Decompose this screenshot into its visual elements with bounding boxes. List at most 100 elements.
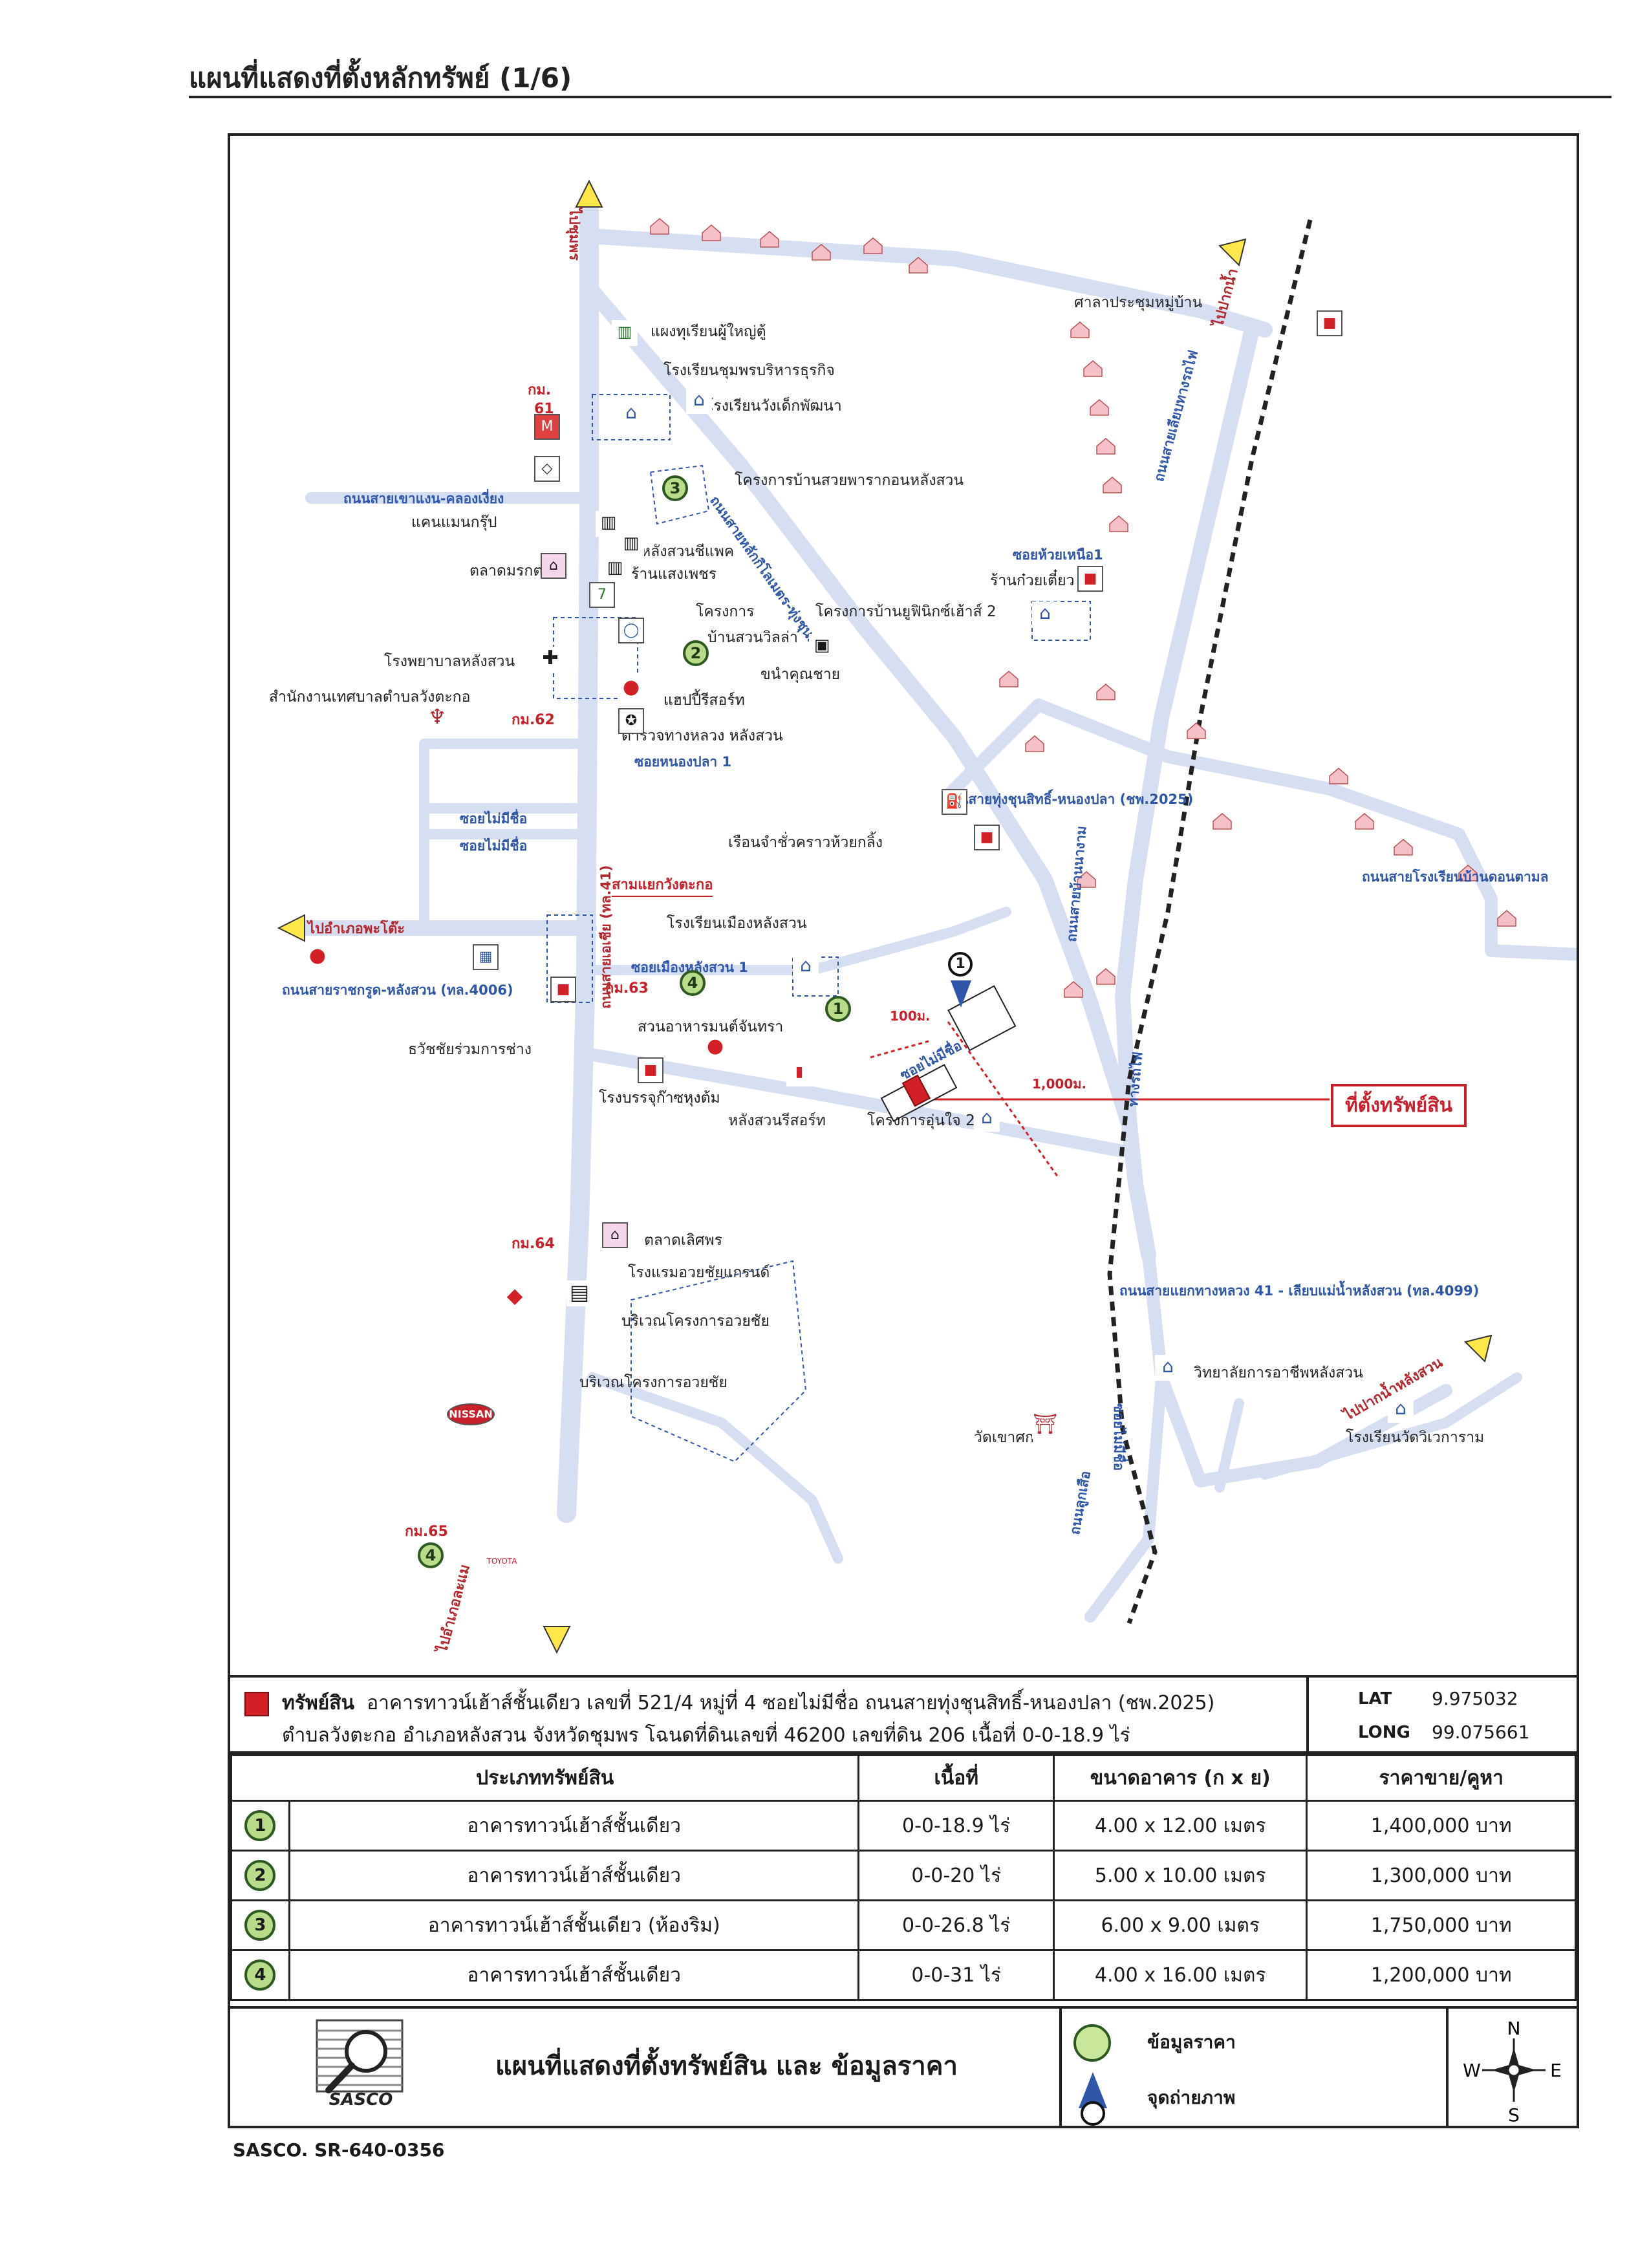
village-hall-icon: ■: [1317, 310, 1342, 336]
police-badge-icon: ✪: [618, 708, 644, 734]
neighbour-row: [947, 985, 1017, 1052]
header-price: ราคาขาย/คูหา: [1306, 1754, 1577, 1802]
gas-plant-icon: ■: [638, 1057, 663, 1083]
row-price: 1,300,000 บาท: [1306, 1850, 1577, 1901]
unjai-project-icon: ⌂: [974, 1106, 1000, 1132]
place-auaychai-grand-hotel: โรงแรมอวยชัยแกรนด์: [628, 1264, 770, 1281]
junction-wangtako: สามแยกวังตะกอ: [612, 873, 713, 897]
row-size: 6.00 x 9.00 เมตร: [1053, 1899, 1308, 1951]
row-size: 4.00 x 12.00 เมตร: [1053, 1800, 1308, 1852]
temple-icon: ⛩: [1032, 1413, 1058, 1439]
lat-label: LAT: [1358, 1689, 1392, 1709]
wangdek-school-icon: ⌂: [686, 388, 712, 414]
durian-stall-icon: ▥: [612, 320, 638, 346]
price-marker-4b: 4: [418, 1542, 444, 1568]
table-row: 4 อาคารทาวน์เฮ้าส์ชั้นเดียว 0-0-31 ไร่ 4…: [230, 1949, 1577, 2001]
map-frame: [228, 133, 1579, 2128]
road-unnamed-soi-3: ซอยไม่มีชื่อ: [1111, 1403, 1126, 1471]
row-marker: 4: [244, 1960, 276, 1991]
mitsubishi-icon: ◆: [502, 1284, 528, 1310]
photo-point-legend-icon: [1079, 2072, 1107, 2126]
uphoenix-project-icon: ⌂: [1032, 601, 1058, 627]
km-65-marker: กม.65: [405, 1524, 448, 1540]
price-marker-4a: 4: [680, 970, 706, 996]
footer-title: แผนที่แสดงที่ตั้งทรัพย์สิน และ ข้อมูลราค…: [495, 2051, 958, 2081]
place-happy-resort: แฮปปี้รีสอร์ท: [663, 692, 745, 709]
row-type: อาคารทาวน์เฮ้าส์ชั้นเดียว: [288, 1949, 860, 2001]
place-monchantra-restaurant: สวนอาหารมนต์จันทรา: [638, 1019, 784, 1035]
place-chumphon-business-school: โรงเรียนชุมพรบริหารธุรกิจ: [663, 362, 835, 379]
row-marker: 1: [244, 1810, 276, 1841]
road-muang-soi: [584, 907, 1011, 975]
long-label: LONG: [1358, 1723, 1410, 1742]
place-suan-villa: บ้านสวนวิลล่า: [707, 629, 798, 646]
row-marker: 2: [244, 1860, 276, 1891]
road-top: [581, 228, 1273, 338]
prison-icon: ■: [974, 825, 1000, 850]
table-row: 1 อาคารทาวน์เฮ้าส์ชั้นเดียว 0-0-18.9 ไร่…: [230, 1800, 1577, 1852]
row-area: 0-0-26.8 ไร่: [857, 1899, 1055, 1951]
asset-line-1: ทรัพย์สิน อาคารทาวน์เฮ้าส์ชั้นเดียว เลขท…: [282, 1688, 1214, 1718]
place-thawatchai-garage: ธวัชชัยร่วมการช่าง: [408, 1041, 532, 1058]
place-langsuan-hospital: โรงพยาบาลหลังสวน: [384, 653, 515, 670]
km-62-marker: กม.62: [512, 712, 555, 728]
sasco-logo-text: SASCO: [329, 2090, 393, 2110]
place-project-label: โครงการ: [696, 603, 755, 620]
place-wat-wiwekaram-school: โรงเรียนวัดวิเวการาม: [1346, 1429, 1485, 1446]
arrow-se: [1464, 1334, 1493, 1363]
price-marker-1: 1: [825, 996, 851, 1022]
legend-price-data: ข้อมูลราคา: [1147, 2031, 1236, 2053]
road-4099: ถนนสายแยกทางหลวง 41 - เลียบแม่น้ำหลังสวน…: [1119, 1283, 1480, 1299]
road-to-phato: ไปอำเภอพะโต๊ะ: [308, 921, 405, 937]
road-4099: [1142, 1248, 1452, 1487]
khanam-khunchai-icon: ▣: [809, 634, 835, 660]
title-rule: [189, 96, 1611, 98]
place-canman-group: แคนแมนกรุ๊ป: [411, 514, 497, 531]
place-auaychai-area-1: บริเวณโครงการอวยชัย: [621, 1313, 770, 1330]
long-value: 99.075661: [1432, 1722, 1530, 1743]
lat-value: 9.975032: [1432, 1688, 1518, 1709]
toyota-icon: TOYOTA: [482, 1552, 521, 1571]
header-area: เนื้อที่: [857, 1754, 1055, 1802]
road-pak-nam: [1260, 1372, 1522, 1480]
saengphet-icon: ▥: [602, 556, 628, 582]
place-khanam-khunchai: ขนำคุณชาย: [760, 666, 841, 683]
wat-school-icon: ⌂: [1388, 1397, 1414, 1423]
road-2025: ถนนสายทุ่งชุนสิทธิ์-หนองปลา (ชพ.2025): [942, 792, 1194, 807]
road-west-sois: [419, 739, 594, 930]
road-soi-nong-pla-1: ซอยหนองปลา 1: [634, 754, 732, 770]
compass-e: E: [1550, 2060, 1562, 2081]
road-4006: ถนนสายราชกรูด-หลังสวน (ทล.4006): [282, 982, 513, 998]
distance-1000m: 1,000ม.: [1032, 1076, 1087, 1092]
sasco-logo-icon: [316, 2019, 404, 2093]
ptt-gas-icon: ●: [305, 944, 330, 970]
latlong-box: LAT 9.975032 LONG 99.075661: [1306, 1678, 1579, 1754]
map-roads-svg: [277, 179, 1577, 1654]
header-size: ขนาดอาคาร (ก x ย): [1053, 1754, 1308, 1802]
muang-school-icon: ⌂: [793, 954, 819, 980]
photo-direction-icon: [951, 980, 971, 1008]
arrow-west: [277, 914, 305, 942]
km-64-marker: กม.64: [512, 1236, 555, 1252]
thawatchai-garage-icon: ■: [550, 977, 576, 1002]
row-size: 5.00 x 10.00 เมตร: [1053, 1850, 1308, 1901]
garuda-emblem-icon: ♆: [424, 705, 450, 731]
row-type: อาคารทาวน์เฮ้าส์ชั้นเดียว: [288, 1850, 860, 1901]
row-type: อาคารทาวน์เฮ้าส์ชั้นเดียว (ห้องริม): [288, 1899, 860, 1951]
place-huai-kling-prison: เรือนจำชั่วคราวห้วยกลิ้ง: [728, 834, 883, 851]
row-price: 1,200,000 บาท: [1306, 1949, 1577, 2001]
canman-icon: ▥: [596, 511, 621, 537]
price-data-legend-icon: [1073, 2024, 1111, 2062]
km-63-marker: กม.63: [605, 980, 649, 997]
place-noodle-shop: ร้านก๋วยเตี๋ยว: [990, 572, 1075, 589]
road-south-west: [587, 1372, 843, 1564]
place-unjai-project: โครงการอุ่นใจ 2: [867, 1112, 975, 1129]
arrow-north: [575, 179, 603, 208]
subject-location-label: ที่ตั้งทรัพย์สิน: [1331, 1084, 1467, 1127]
row-price: 1,750,000 บาท: [1306, 1899, 1577, 1951]
resort-sign-icon: ▮: [786, 1061, 812, 1086]
arrow-ne: [1218, 238, 1247, 266]
price-table-header: ประเภททรัพย์สิน เนื้อที่ ขนาดอาคาร (ก x …: [230, 1754, 1577, 1802]
row-area: 0-0-20 ไร่: [857, 1850, 1055, 1901]
price-table: ประเภททรัพย์สิน เนื้อที่ ขนาดอาคาร (ก x …: [230, 1754, 1577, 2001]
